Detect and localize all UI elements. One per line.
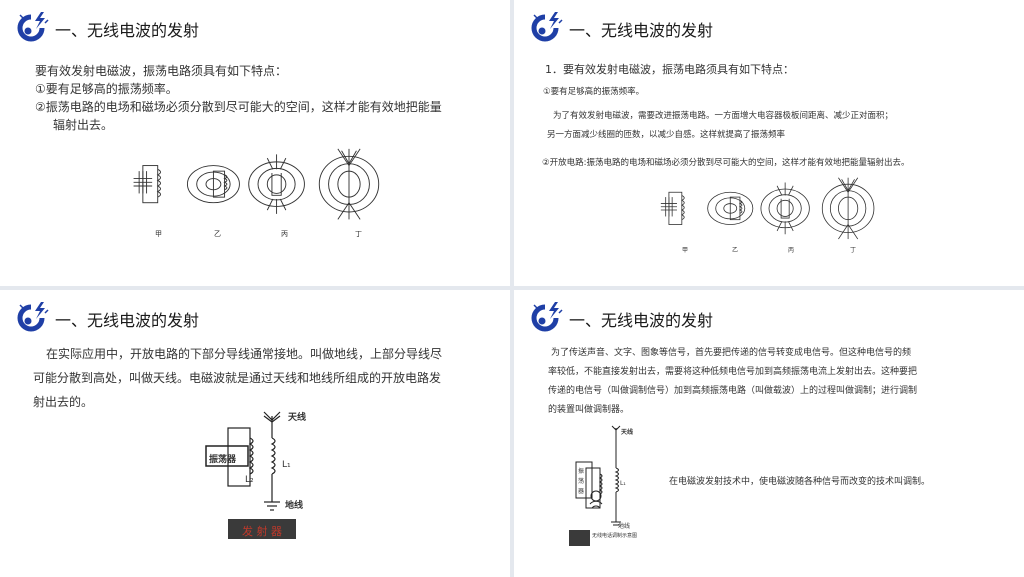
text-line: 在实际应用中，开放电路的下部分导线通常接地。叫做地线，上部分导线尽 (46, 347, 443, 361)
side-text: 在电磁波发射技术中，使电磁波随各种信号而改变的技术叫调制。 (669, 477, 931, 487)
text-line: 1．要有效发射电磁波，振荡电路须具有如下特点： (545, 63, 794, 76)
figure-label: 丙 (788, 247, 795, 254)
coil-label: L₁ (620, 480, 626, 487)
magnet-lightning-icon (531, 10, 563, 42)
text-line: ①要有足够高的振荡频率。 (35, 82, 178, 96)
coil-label: L₁ (282, 460, 291, 470)
figure-label: 丁 (355, 230, 362, 238)
modulation-circuit-diagram (575, 425, 621, 526)
thumbnail-block[interactable] (569, 530, 590, 546)
antenna-circuit-diagram (205, 411, 281, 511)
field-diagram (660, 177, 875, 240)
figure-label: 丁 (850, 247, 857, 254)
ground-label: 地线 (618, 523, 631, 530)
text-line: 为了传送声音、文字、图象等信号，首先要把传递的信号转变成电信号。但这种电信号的频 (551, 348, 912, 358)
magnet-lightning-icon (531, 300, 563, 332)
slide-1[interactable]: 一、无线电波的发射 要有效发射电磁波，振荡电路须具有如下特点： ①要有足够高的振… (0, 0, 510, 286)
magnet-lightning-icon (17, 300, 49, 332)
transmitter-button[interactable]: 发 射 器 (228, 519, 296, 539)
text-line: 要有效发射电磁波，振荡电路须具有如下特点： (35, 64, 288, 78)
text-line: 率较低，不能直接发射出去，需要将这种低频电信号加到高频振荡电流上发射出去。这种要… (548, 367, 918, 377)
diagram-caption: 无线电话调制示意图 (592, 533, 638, 539)
oscillator-label: 器 (578, 488, 585, 495)
oscillator-label: 振 (578, 468, 585, 475)
slide-4[interactable]: 一、无线电波的发射 为了传送声音、文字、图象等信号，首先要把传递的信号转变成电信… (514, 290, 1024, 577)
slide-title: 一、无线电波的发射 (55, 311, 200, 330)
antenna-label: 天线 (288, 413, 307, 423)
text-line: 可能分散到高处，叫做天线。电磁波就是通过天线和地线所组成的开放电路发 (33, 371, 442, 385)
oscillator-label: 振荡器 (209, 455, 237, 465)
text-line: 另一方面减少线圈的匝数，以减少自感。这样就提高了振荡频率 (547, 130, 786, 140)
figure-label: 乙 (732, 247, 739, 254)
figure-label: 丙 (281, 230, 288, 238)
text-line: 的装置叫做调制器。 (548, 405, 630, 415)
slide-3[interactable]: 一、无线电波的发射 在实际应用中，开放电路的下部分导线通常接地。叫做地线，上部分… (0, 290, 510, 577)
magnet-lightning-icon (17, 10, 49, 42)
slide-2[interactable]: 一、无线电波的发射 1．要有效发射电磁波，振荡电路须具有如下特点： ①要有足够高… (514, 0, 1024, 286)
slide-title: 一、无线电波的发射 (569, 311, 714, 330)
text-line: 传递的电信号（叫做调制信号）加到高频振荡电路（叫做载波）上的过程叫做调制；进行调… (548, 386, 918, 396)
text-line: ①要有足够高的振荡频率。 (543, 87, 645, 97)
text-line: ②振荡电路的电场和磁场必须分散到尽可能大的空间，这样才能有效地把能量 (35, 100, 442, 114)
text-line: 辐射出去。 (53, 118, 114, 132)
field-diagram (133, 148, 380, 220)
text-line: 射出去的。 (33, 395, 94, 409)
oscillator-label: 荡 (578, 478, 585, 485)
text-line: ②开放电路:振荡电路的电场和磁场必须分散到尽可能大的空间，这样才能有效地把能量辐… (542, 158, 910, 168)
antenna-label: 天线 (621, 429, 634, 436)
figure-label: 甲 (155, 230, 162, 238)
figure-label: 甲 (682, 247, 689, 254)
slide-title: 一、无线电波的发射 (55, 21, 200, 40)
text-line: 为了有效发射电磁波，需要改进振荡电路。一方面增大电容器极板间距离、减少正对面积； (553, 111, 894, 121)
ground-label: 地线 (285, 501, 304, 511)
button-label: 发 射 器 (242, 525, 282, 538)
slide-title: 一、无线电波的发射 (569, 21, 714, 40)
figure-label: 乙 (214, 230, 221, 238)
coil-label: L₂ (245, 475, 254, 485)
